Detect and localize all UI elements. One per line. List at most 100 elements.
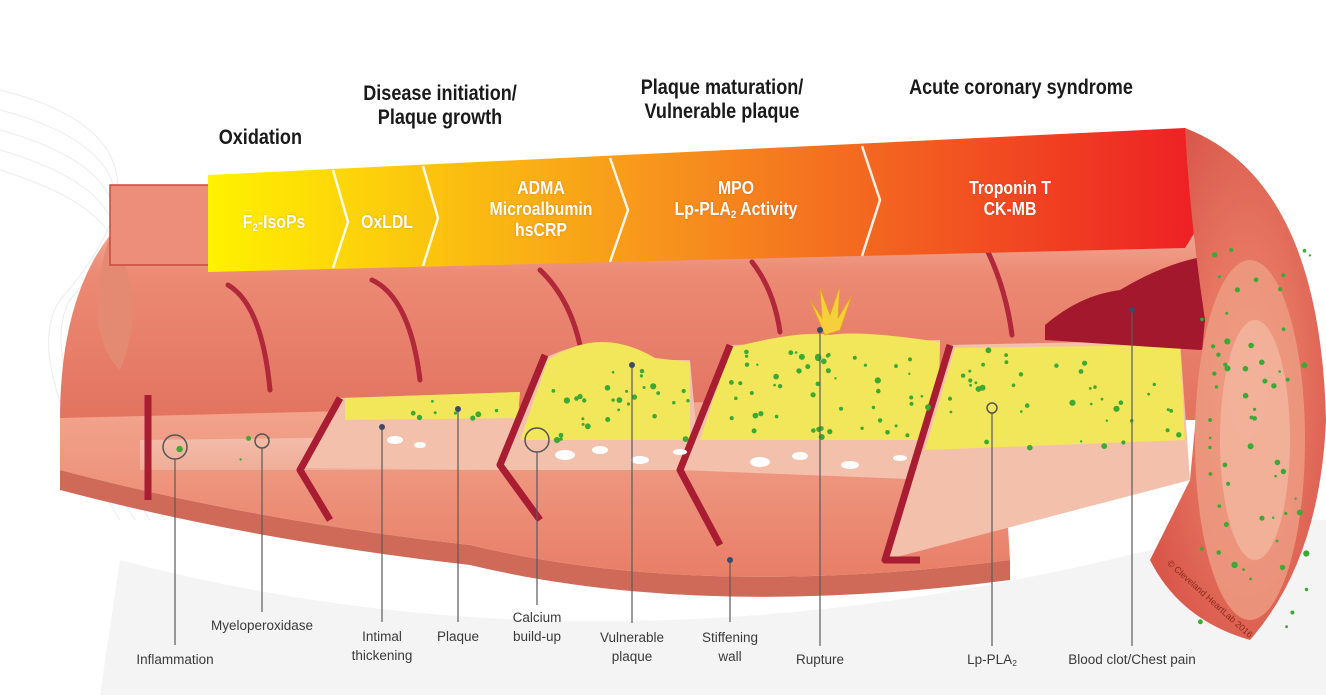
green-particle xyxy=(239,458,241,460)
title-oxidation: Oxidation xyxy=(219,126,302,150)
green-particle xyxy=(729,380,734,385)
title-plaque-maturation: Plaque maturation/ Vulnerable plaque xyxy=(624,76,820,124)
green-particle xyxy=(1285,625,1288,628)
green-particle xyxy=(1012,384,1016,388)
green-particle xyxy=(895,424,898,427)
green-particle xyxy=(795,351,798,354)
green-particle xyxy=(1005,360,1009,364)
marker-hscrp: hsCRP xyxy=(466,220,616,241)
green-particle xyxy=(1169,409,1173,413)
f2-prefix: F xyxy=(243,212,253,232)
marker-group-adma: ADMA Microalbumin hsCRP xyxy=(466,178,616,241)
green-particle xyxy=(1231,562,1237,568)
green-particle xyxy=(1262,379,1267,384)
label-plaque: Plaque xyxy=(423,627,493,646)
label-calcium-line2: build-up xyxy=(497,627,577,646)
green-particle xyxy=(1250,416,1254,420)
green-particle xyxy=(1153,383,1156,386)
green-particle xyxy=(1198,619,1203,624)
green-particle xyxy=(1004,353,1008,357)
green-particle xyxy=(826,368,831,373)
green-particle xyxy=(1223,463,1228,468)
green-particle xyxy=(682,389,686,393)
green-particle xyxy=(981,363,985,367)
green-particle xyxy=(1054,364,1058,368)
green-particle xyxy=(730,416,734,420)
green-particle xyxy=(1212,371,1216,375)
green-particle xyxy=(969,384,972,387)
green-particle xyxy=(734,397,738,401)
green-particle xyxy=(1119,400,1124,405)
green-particle xyxy=(1208,418,1212,422)
green-particle xyxy=(1211,344,1215,348)
green-particle xyxy=(853,356,857,360)
green-particle xyxy=(811,428,816,433)
marker-microalbumin: Microalbumin xyxy=(466,199,616,220)
green-particle xyxy=(1280,565,1285,570)
green-particle xyxy=(756,364,758,366)
green-particle xyxy=(773,384,776,387)
green-particle xyxy=(834,377,836,379)
green-particle xyxy=(745,355,748,358)
marker-lppla2-activity: Lp-PLA2 Activity xyxy=(648,199,824,220)
green-particle xyxy=(683,436,689,442)
lppla2-activity-prefix: Lp-PLA xyxy=(675,199,731,219)
green-particle xyxy=(1208,446,1211,449)
f2-suffix: -IsoPs xyxy=(258,212,306,232)
green-particle xyxy=(1082,361,1087,366)
green-particle xyxy=(1226,482,1230,486)
green-particle xyxy=(1089,387,1092,390)
green-particle xyxy=(878,418,882,422)
green-particle xyxy=(454,412,457,415)
green-particle xyxy=(411,411,416,416)
green-particle xyxy=(1248,443,1254,449)
green-particle xyxy=(1225,365,1231,371)
green-particle xyxy=(475,411,481,417)
green-particle xyxy=(1224,338,1230,344)
green-particle xyxy=(948,397,952,401)
green-particle xyxy=(1284,512,1287,515)
label-stiffening-line1: Stiffening xyxy=(685,628,775,647)
green-particle xyxy=(656,391,660,395)
green-particle xyxy=(617,409,620,412)
green-particle xyxy=(1093,385,1097,389)
green-particle xyxy=(1294,498,1296,500)
green-particle xyxy=(894,364,898,368)
label-stiffening-line2: wall xyxy=(685,647,775,666)
green-particle xyxy=(582,423,585,426)
label-lppla2-prefix: Lp-PLA xyxy=(967,652,1012,667)
green-particle xyxy=(1249,578,1252,581)
title-plaque-maturation-line1: Plaque maturation/ xyxy=(624,76,820,100)
green-particle xyxy=(758,411,763,416)
green-particle xyxy=(605,385,611,391)
label-vulnerable-plaque: Vulnerable plaque xyxy=(587,628,677,666)
green-particle xyxy=(753,413,759,419)
green-particle xyxy=(839,407,843,411)
green-particle xyxy=(1282,327,1286,331)
green-particle xyxy=(752,428,757,433)
green-particle xyxy=(778,384,782,388)
title-disease-initiation: Disease initiation/ Plaque growth xyxy=(363,82,518,130)
green-particle xyxy=(811,392,816,397)
green-particle xyxy=(908,373,910,375)
green-particle xyxy=(860,427,863,430)
green-particle xyxy=(773,374,779,380)
green-particle xyxy=(1253,408,1256,411)
label-stiffening-wall: Stiffening wall xyxy=(685,628,775,666)
green-particle xyxy=(1218,275,1221,278)
green-particle xyxy=(1209,472,1213,476)
green-particle xyxy=(1113,406,1119,412)
green-particle xyxy=(775,415,779,419)
green-particle xyxy=(640,369,644,373)
green-particle xyxy=(744,350,749,355)
green-particle xyxy=(1200,318,1204,322)
green-particle xyxy=(625,390,628,393)
green-particle xyxy=(1275,460,1281,466)
green-particle xyxy=(1020,410,1023,413)
green-particle xyxy=(876,389,881,394)
label-inflammation: Inflammation xyxy=(115,650,235,669)
green-particle xyxy=(950,411,953,414)
green-particle xyxy=(909,396,913,400)
green-particle xyxy=(1303,249,1307,253)
